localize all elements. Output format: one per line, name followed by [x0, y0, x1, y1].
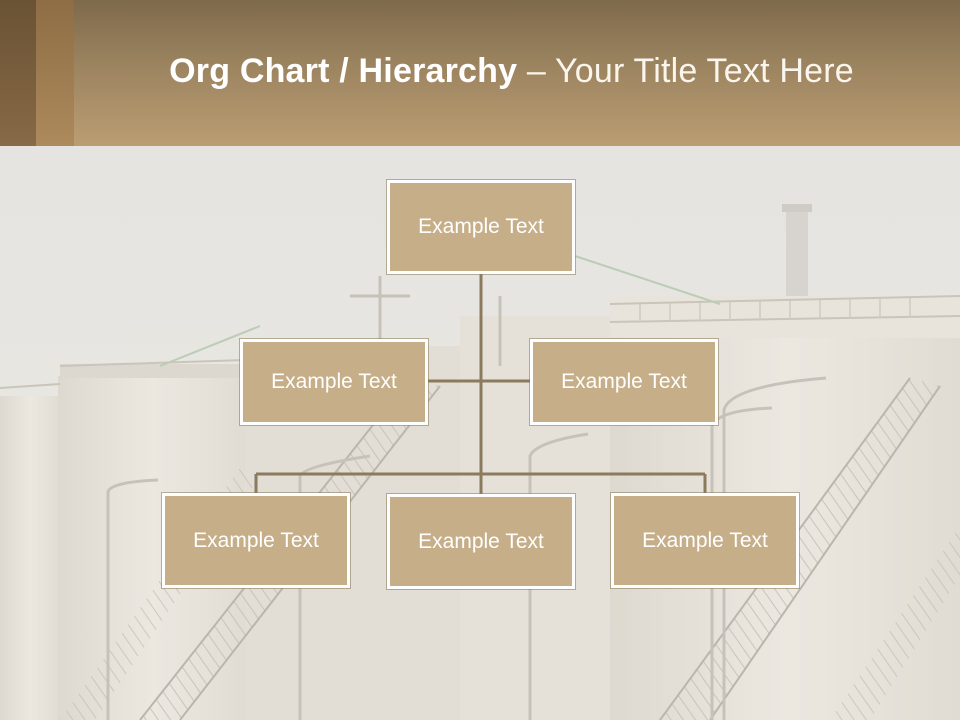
- org-box-label: Example Text: [642, 528, 768, 552]
- page-title: Org Chart / Hierarchy – Your Title Text …: [0, 52, 960, 91]
- title-rest: Your Title Text Here: [555, 52, 854, 90]
- org-box-child-3[interactable]: Example Text: [611, 493, 799, 588]
- header-accent-mid: [36, 0, 74, 146]
- org-box-assistant-right[interactable]: Example Text: [530, 339, 718, 425]
- org-box-label: Example Text: [193, 528, 319, 552]
- header-accent-dark: [0, 0, 36, 146]
- org-box-assistant-left[interactable]: Example Text: [240, 339, 428, 425]
- title-dash: –: [517, 52, 556, 90]
- org-box-label: Example Text: [418, 529, 544, 553]
- org-box-child-1[interactable]: Example Text: [162, 493, 350, 588]
- org-box-child-2[interactable]: Example Text: [387, 494, 575, 589]
- org-box-label: Example Text: [561, 370, 687, 393]
- org-box-root[interactable]: Example Text: [387, 180, 575, 274]
- header-band: [0, 0, 960, 146]
- org-box-label: Example Text: [271, 370, 397, 393]
- title-bold: Org Chart / Hierarchy: [169, 52, 518, 90]
- org-box-label: Example Text: [418, 215, 544, 238]
